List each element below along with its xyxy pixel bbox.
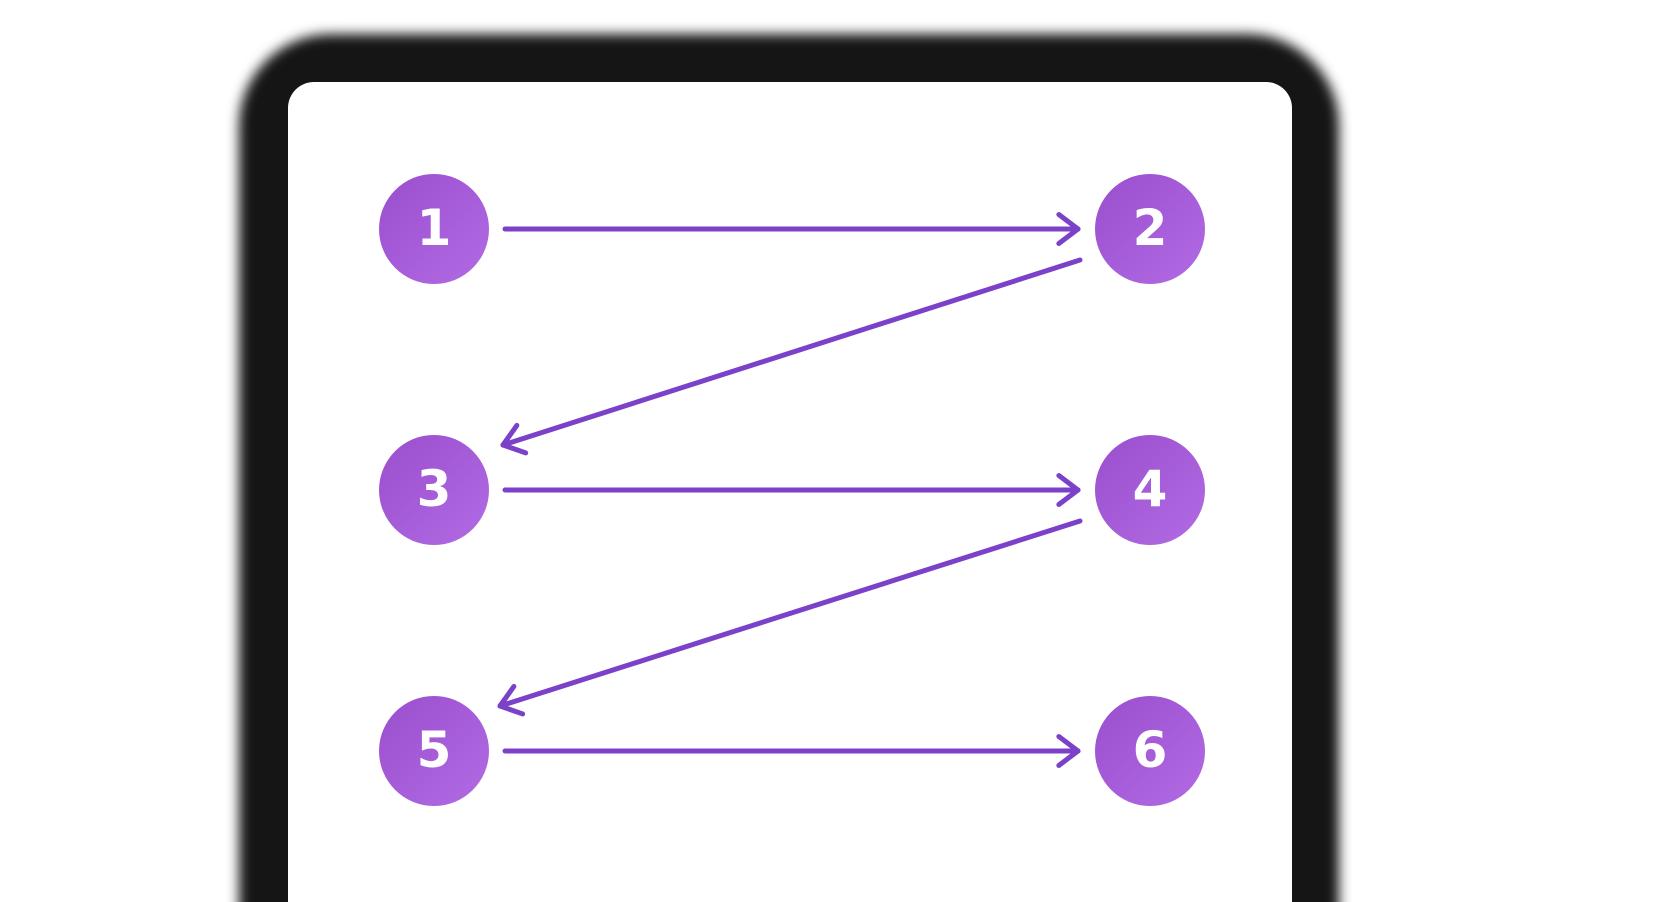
node-circle-6: 6	[1095, 696, 1205, 806]
node-label-1: 1	[416, 199, 452, 257]
node-circle-1: 1	[379, 174, 489, 284]
node-label-4: 4	[1132, 460, 1168, 518]
node-label-2: 2	[1132, 199, 1168, 257]
node-circle-2: 2	[1095, 174, 1205, 284]
node-label-5: 5	[416, 721, 452, 779]
node-circle-5: 5	[379, 696, 489, 806]
node-circle-4: 4	[1095, 435, 1205, 545]
node-circle-3: 3	[379, 435, 489, 545]
node-label-6: 6	[1132, 721, 1168, 779]
node-label-3: 3	[416, 460, 452, 518]
